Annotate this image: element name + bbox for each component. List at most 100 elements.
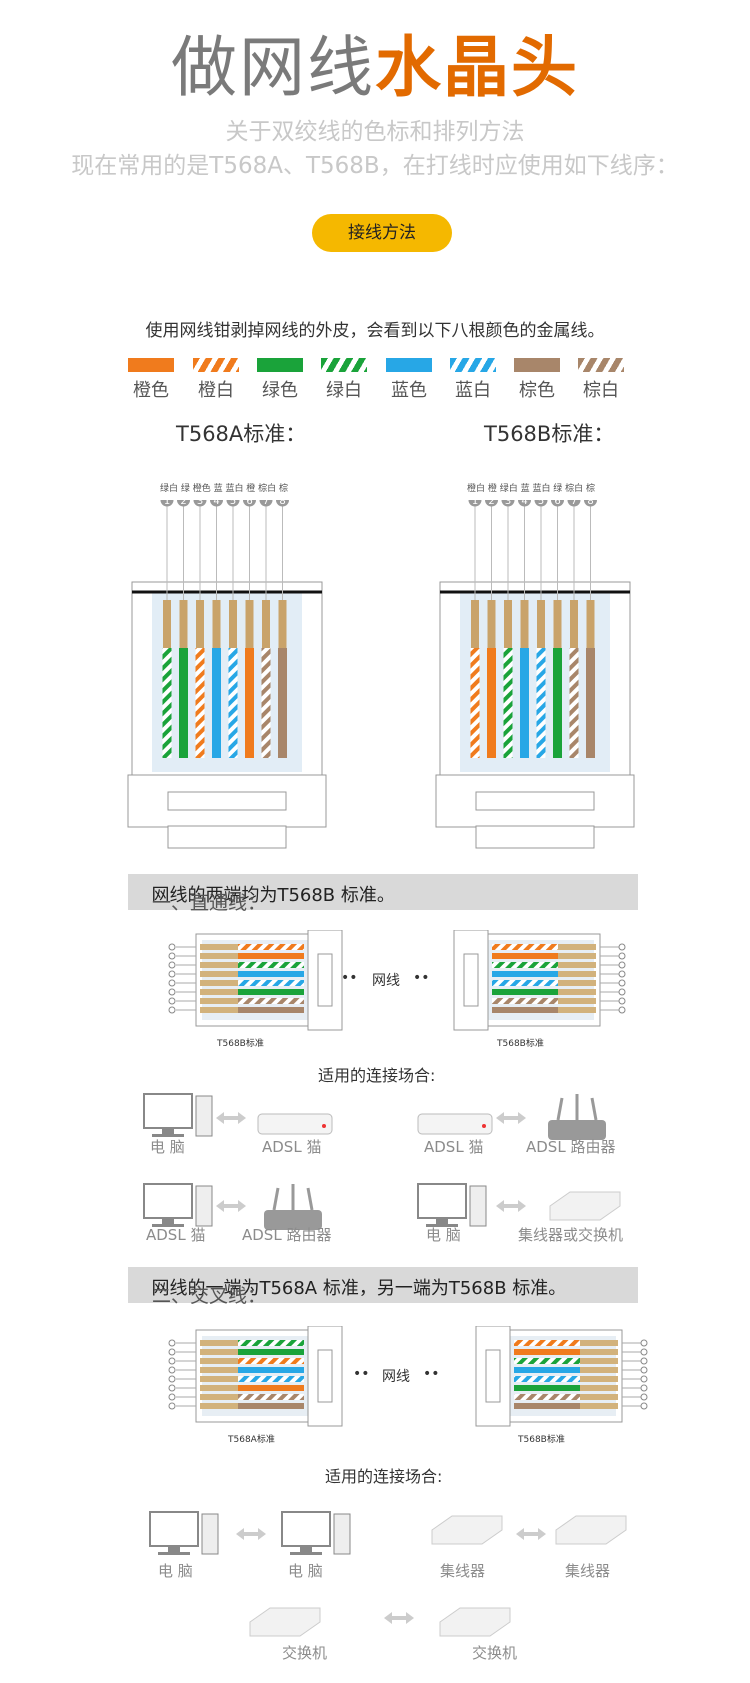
pin-circle-3 xyxy=(518,500,531,507)
plug-pin-2 xyxy=(618,961,626,969)
section1-prefix: 一、直通线： xyxy=(152,892,267,914)
pin-circle-2 xyxy=(193,500,207,507)
swatch-7 xyxy=(578,358,624,372)
plug-gold-4 xyxy=(200,980,238,986)
connector-tab xyxy=(167,825,287,849)
swatch-label-7: 棕白 xyxy=(583,380,619,401)
plug-gold-6 xyxy=(200,1394,238,1400)
pin-number-2: 3 xyxy=(505,500,511,507)
swatch-label-0: 橙色 xyxy=(133,380,169,401)
section1-band: 一、直通线： 网线的两端均为T568B 标准。 xyxy=(128,874,638,914)
wire-3 xyxy=(212,648,221,758)
plug-pin-6 xyxy=(168,1393,176,1401)
plug-pin-7 xyxy=(640,1402,648,1410)
pin-circle-7 xyxy=(584,500,597,507)
s1-pc1-tower xyxy=(195,1095,213,1137)
s2-pc2-neck xyxy=(300,1546,312,1552)
method-button[interactable]: 接线方法 xyxy=(312,214,452,252)
plug-wire-0 xyxy=(238,1340,304,1346)
pin-number-4: 5 xyxy=(230,500,236,507)
pin-number-2: 3 xyxy=(197,500,203,507)
t568a-heading: T568A标准： xyxy=(176,422,307,446)
gold-contact-5 xyxy=(245,600,254,648)
plug-gold-6 xyxy=(580,1394,618,1400)
plug-gold-1 xyxy=(200,953,238,959)
s2-pair3-left: 交换机 xyxy=(282,1644,328,1662)
s1-pair1-right: ADSL 猫 xyxy=(262,1138,322,1156)
s2-pair2-left: 集线器 xyxy=(440,1562,486,1580)
section1-dots-left: •• xyxy=(341,970,358,986)
plug-pin-5 xyxy=(168,988,176,996)
plug-pin-2 xyxy=(640,1357,648,1365)
pin-number-0: 1 xyxy=(472,500,478,507)
plug-wire-0 xyxy=(238,944,304,950)
plug-boot-slot xyxy=(485,1349,501,1403)
pin-circle-1 xyxy=(485,500,498,507)
plug-pin-4 xyxy=(168,979,176,987)
s1-pair4-left: 电 脑 xyxy=(426,1226,461,1244)
plug-wire-1 xyxy=(492,953,558,959)
wire-0 xyxy=(470,648,480,758)
plug-wire-3 xyxy=(514,1367,580,1373)
plug-gold-6 xyxy=(558,998,596,1004)
plug-wire-7 xyxy=(514,1403,580,1409)
plug-wire-2 xyxy=(514,1358,580,1364)
s1-pc2-placeholder-base xyxy=(152,1224,184,1227)
plug-gold-4 xyxy=(580,1376,618,1382)
plug-pin-1 xyxy=(168,952,176,960)
plug-wire-7 xyxy=(238,1403,304,1409)
plug-wire-2 xyxy=(492,962,558,968)
gold-contact-2 xyxy=(504,600,512,648)
plug-pin-1 xyxy=(618,952,626,960)
pin-number-7: 8 xyxy=(587,500,593,507)
s2-pc1-neck xyxy=(168,1546,180,1552)
plug-wire-4 xyxy=(238,1376,304,1382)
page-title: 做网线水晶头 xyxy=(0,28,750,108)
s1-arrow1 xyxy=(216,1112,246,1124)
swatch-label-2: 绿色 xyxy=(262,380,298,401)
plug-wire-1 xyxy=(238,953,304,959)
gold-contact-0 xyxy=(163,600,171,648)
section2-left-plug xyxy=(168,1326,343,1427)
plug-wire-3 xyxy=(238,971,304,977)
gold-contact-0 xyxy=(471,600,479,648)
plug-gold-7 xyxy=(200,1007,238,1013)
plug-gold-0 xyxy=(200,1340,238,1346)
pin-circle-4 xyxy=(226,500,240,507)
pin-circle-6 xyxy=(567,500,581,507)
pin-number-7: 8 xyxy=(279,500,285,507)
s1-pc1-screen xyxy=(143,1093,193,1129)
s1-pc3-base xyxy=(426,1224,458,1227)
plug-gold-2 xyxy=(200,1358,238,1364)
s1-arrow2 xyxy=(496,1112,526,1124)
wire-7 xyxy=(278,648,287,758)
s2-pc1-tower xyxy=(201,1513,219,1555)
plug-pin-1 xyxy=(640,1348,648,1356)
s1-pair4-right: 集线器或交换机 xyxy=(518,1226,624,1244)
plug-gold-5 xyxy=(200,989,238,995)
plug-wire-7 xyxy=(238,1007,304,1013)
connector-inner xyxy=(152,592,302,772)
s2-arrow3 xyxy=(384,1612,414,1624)
section2-right-caption: T568B标准 xyxy=(518,1435,565,1445)
plug-pin-3 xyxy=(640,1366,648,1374)
s1-router2-ant1 xyxy=(272,1187,280,1211)
plug-pin-6 xyxy=(640,1393,648,1401)
plug-gold-0 xyxy=(580,1340,618,1346)
plug-wire-5 xyxy=(514,1385,580,1391)
plug-gold-4 xyxy=(558,980,596,986)
pin-number-3: 4 xyxy=(213,500,219,507)
s1-modem2-body xyxy=(417,1113,493,1135)
pin-number-5: 6 xyxy=(554,500,560,507)
wire-0 xyxy=(162,648,172,758)
subtitle-line2: 现在常用的是T568A、T568B，在打线时应使用如下线序： xyxy=(71,153,679,179)
pin-number-5: 6 xyxy=(246,500,252,507)
section2-right-plug xyxy=(475,1326,648,1427)
s2-arrow1 xyxy=(236,1528,266,1540)
gold-contact-3 xyxy=(520,600,529,648)
swatch-0 xyxy=(128,358,174,372)
plug-wire-6 xyxy=(238,1394,304,1400)
gold-contact-7 xyxy=(278,600,287,648)
